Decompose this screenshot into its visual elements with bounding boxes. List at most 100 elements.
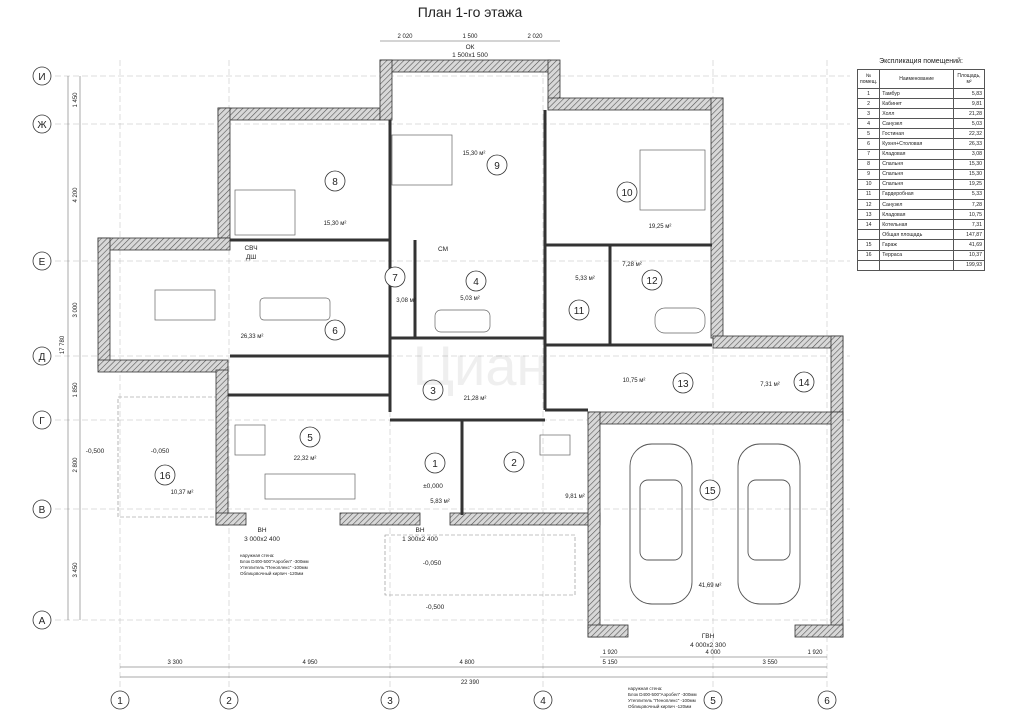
wall-note: наружная стена:: [240, 553, 274, 558]
garage-cars: [629, 443, 801, 605]
door-label: ВН: [257, 527, 266, 534]
dim-left: 4 200: [73, 187, 79, 203]
cell-area: 7,28: [953, 199, 985, 211]
cell-area: 3,08: [953, 148, 985, 160]
room-area: 15,30 м²: [324, 221, 347, 227]
dimension-lines: [67, 40, 827, 678]
axis-col-label: 4: [540, 696, 546, 707]
cell-n: 13: [856, 209, 881, 221]
cell-n: 2: [856, 98, 881, 110]
room-number: 8: [332, 177, 338, 188]
axis-row-label: Д: [39, 352, 46, 363]
cell-name: Гараж: [879, 239, 954, 251]
room-number: 3: [430, 386, 436, 397]
room-area: 19,25 м²: [649, 224, 672, 230]
cell-name: Санузел: [879, 199, 954, 211]
room-area: 26,33 м²: [241, 334, 264, 340]
cell-name: Общая площадь: [879, 229, 954, 241]
room-area: 5,33 м²: [575, 276, 594, 282]
interior-walls: [228, 110, 712, 515]
exterior-walls: [97, 59, 844, 638]
axis-col-label: 3: [387, 696, 393, 707]
col-name: Наименование: [879, 69, 954, 89]
dim-left: 2 800: [73, 457, 79, 473]
dim-bottom: 4 800: [459, 660, 475, 666]
cell-n: [856, 229, 881, 241]
wall-note: Утеплитель "Пеноплекс" -100мм: [240, 565, 308, 570]
cell-area: 19,25: [953, 178, 985, 190]
room-area: 5,83 м²: [430, 499, 449, 505]
garage-door-label: ГВН: [702, 633, 715, 640]
door-size: 1 300х2 400: [402, 536, 438, 543]
cell-area: 9,81: [953, 98, 985, 110]
cell-area: 15,30: [953, 168, 985, 180]
wall-note: Облицовочный кирпич -120мм: [628, 703, 691, 709]
room-area: 3,08 м²: [396, 298, 415, 304]
cell-area: 199,93: [953, 259, 985, 271]
cell-name: Гостиная: [879, 128, 954, 140]
room-area: 9,81 м²: [565, 494, 584, 500]
level-mark: -0,500: [426, 604, 445, 611]
cell-n: 5: [856, 128, 881, 140]
room-area: 15,30 м²: [463, 151, 486, 157]
room-area: 21,28 м²: [464, 396, 487, 402]
wall-note: Блок D400-500"Аэробел" -300мм: [628, 692, 697, 697]
room-area: 22,32 м²: [294, 456, 317, 462]
cell-name: Кухня+Столовая: [879, 138, 954, 150]
axis-row-label: Г: [39, 416, 45, 427]
explication-caption: Экспликация помещений:: [879, 58, 963, 65]
room-area: 7,31 м²: [760, 382, 779, 388]
col-num: № помещ.: [856, 69, 881, 89]
room-number: 16: [159, 471, 171, 482]
room-area: 7,28 м²: [622, 262, 641, 268]
cell-n: 8: [856, 158, 881, 170]
level-mark: ±0,000: [423, 483, 443, 490]
cell-name: Спальня: [879, 168, 954, 180]
cell-name: Холл: [879, 108, 954, 120]
dim-left: 3 450: [73, 562, 79, 578]
cell-area: 41,69: [953, 239, 985, 251]
room-number: 7: [392, 273, 398, 284]
door-size: 3 000х2 400: [244, 536, 280, 543]
dim-bottom: 4 950: [302, 660, 318, 666]
terrace-outline: [117, 396, 227, 518]
cell-name: Котельная: [879, 219, 954, 231]
axis-row-label: Ж: [37, 120, 47, 131]
room-number: 1: [432, 459, 438, 470]
room-markers: [154, 154, 815, 501]
cell-name: Терраса: [879, 249, 954, 261]
cell-n: 4: [856, 118, 881, 130]
axis-col-label: 5: [710, 696, 716, 707]
room-number: 13: [677, 379, 689, 390]
cell-n: 10: [856, 178, 881, 190]
cell-area: 5,33: [953, 188, 985, 201]
watermark: Циан: [413, 334, 548, 397]
cell-area: 147,87: [953, 229, 985, 241]
room-number: 15: [704, 486, 716, 497]
room-number: 12: [646, 276, 658, 287]
room-number: 10: [621, 188, 633, 199]
axis-col-label: 6: [824, 696, 830, 707]
level-mark: -0,050: [423, 560, 442, 567]
cell-name: Спальня: [879, 178, 954, 190]
window-label: ОК: [466, 44, 475, 51]
cell-n: 16: [856, 249, 881, 261]
page-title: План 1-го этажа: [417, 4, 523, 20]
dim-bottom-total: 22 390: [461, 680, 480, 686]
dim-top: 2 020: [527, 34, 543, 40]
wall-note: Блок D400-500"Аэробел" -300мм: [240, 559, 309, 564]
cell-area: 7,31: [953, 219, 985, 231]
axis-row-label: Е: [39, 257, 46, 268]
